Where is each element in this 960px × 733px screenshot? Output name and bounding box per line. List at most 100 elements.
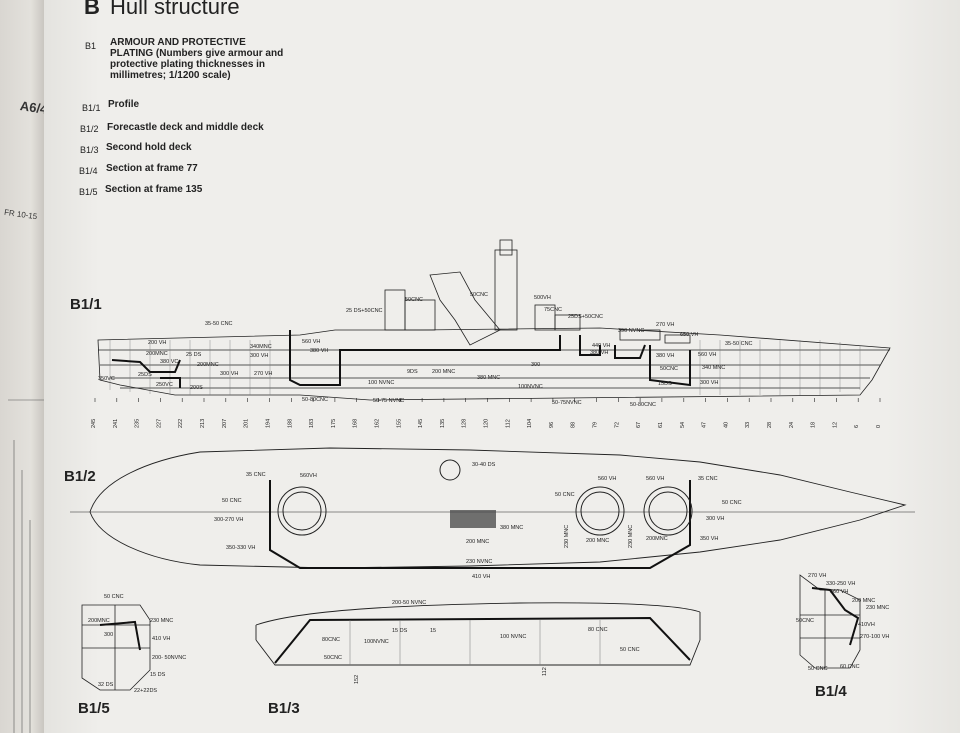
section135-callout: 15 DS [150,672,166,678]
profile-callout: 50-80CNC [302,397,328,403]
frame-number: 201 [244,419,250,428]
frame-number: 54 [680,422,686,428]
deck-callout: 380 MNC [500,525,523,531]
deck-callout: 50 CNC [722,500,742,506]
legend-code-b1: B1 [85,41,97,51]
deck-callout: 300 VH [706,516,724,522]
profile-callout: 350VC [98,376,115,382]
profile-callout: 560 VH [302,339,320,345]
frame-number: 12 [832,422,838,428]
hold-callout: 15 DS [392,628,408,634]
section77-callout: 230 MNC [866,605,889,611]
profile-callout: 250VC [156,382,173,388]
deck-callout: 560 VH [646,476,664,482]
frame-number: 96 [549,422,555,428]
deck-callouts: 30-40 DS 35 CNC 560VH 560 VH 560 VH 35 C… [214,462,742,580]
profile-callout: 300 VH [220,371,238,377]
legend-text-b1: ARMOUR AND PROTECTIVE PLATING (Numbers g… [110,37,284,81]
frame-number: 112 [505,419,511,428]
frame-number: 241 [113,419,119,428]
hold-callout: 200-50 NVNC [392,600,426,606]
profile-callout: 50-80CNC [630,402,656,408]
deck-barbettes [277,459,693,536]
deck-callout: 200MNC [646,536,668,542]
hold-callout: 100NVNC [364,639,389,645]
deck-callout: 350 VH [700,536,718,542]
figure-label-b1-3: B1/3 [268,700,300,717]
deck-callout: 200 MNC [586,538,609,544]
frame-number: 18 [811,422,817,428]
frame-number: 33 [745,422,751,428]
frame-number: 227 [156,419,162,428]
figure-label-b1-2: B1/2 [64,468,96,485]
profile-callout: 650 VH [680,332,698,338]
section77-callout: 270-100 VH [860,634,889,640]
profile-callout: 200 MNC [432,369,455,375]
hold-callout: 80CNC [322,637,340,643]
section-letter: B [84,0,100,19]
profile-callout: 300 VH [250,353,268,359]
profile-callout: 270 VH [254,371,272,377]
profile-callout: 50-75 NVNC [373,398,404,404]
frame-number: 61 [658,422,664,428]
profile-callout: 35-50 CNC [725,341,753,347]
legend-code-b1-2: B1/2 [80,124,99,134]
section135-callout: 32 DS [98,682,114,688]
deck-callout: 30-40 DS [472,462,496,468]
deck-callout: 230 NVNC [466,559,492,565]
deck-callout: 410 VH [472,574,490,580]
frame-number: 47 [702,422,708,428]
legend-code-b1-4: B1/4 [79,166,98,176]
legend-text-b1-4: Section at frame 77 [106,163,198,174]
profile-superstructure [384,239,691,346]
profile-callout: 300 VH [700,380,718,386]
legend-code-b1-3: B1/3 [80,145,99,155]
frame-number: 235 [135,419,141,428]
figure-label-b1-4: B1/4 [815,683,847,700]
profile-callout: 440 VH [592,343,610,349]
frame-number: 67 [636,422,642,428]
frame-number: 183 [309,419,315,428]
legend-text-b1-2: Forecastle deck and middle deck [107,122,264,133]
profile-callout: 340MNC [250,344,272,350]
frame-number: 120 [484,419,490,428]
section77-callout: 60 CNC [840,664,860,670]
profile-callout: 270 VH [656,322,674,328]
frame-number: 213 [200,419,206,428]
profile-callout: 200S [190,385,203,391]
barbette-c [643,486,693,536]
frame-number: 188 [287,419,293,428]
facing-page: A6/4 FR 10-15 [0,0,48,733]
profile-callout: 200MNC [197,362,219,368]
section135-callout: 22+22DS [134,688,157,694]
hold-callout: 100 NVNC [500,634,526,640]
hold-callout: 152 [354,675,360,684]
deck-callout: 50 CNC [222,498,242,504]
profile-callout: 75CNC [544,307,562,313]
section135-callout: 50 CNC [104,594,124,600]
frame-number: 40 [723,422,729,428]
barbette-a [277,486,327,536]
deck-callout: 50 CNC [555,492,575,498]
hold-callout: 50 CNC [620,647,640,653]
profile-callout: 380 MNC [477,375,500,381]
frame-number: 145 [418,419,424,428]
profile-callout: 380 VH [656,353,674,359]
hold-callout: 112 [542,667,548,676]
section77-callout: 270 VH [808,573,826,579]
section135-callout: 200- 50NVNC [152,655,186,661]
profile-callout: 25DS [138,372,152,378]
profile-callout: 200 VH [148,340,166,346]
deck-callout: 560VH [300,473,317,479]
profile-armour-belt [111,330,691,388]
profile-callout: 25 DS [186,352,202,358]
frame-number: 0 [876,425,882,428]
frame-number: 28 [767,422,773,428]
profile-callout: 50CNC [660,366,678,372]
frame-number: 88 [571,422,577,428]
profile-callout: 100NVNC [518,384,543,390]
frame-number: 24 [789,422,795,428]
